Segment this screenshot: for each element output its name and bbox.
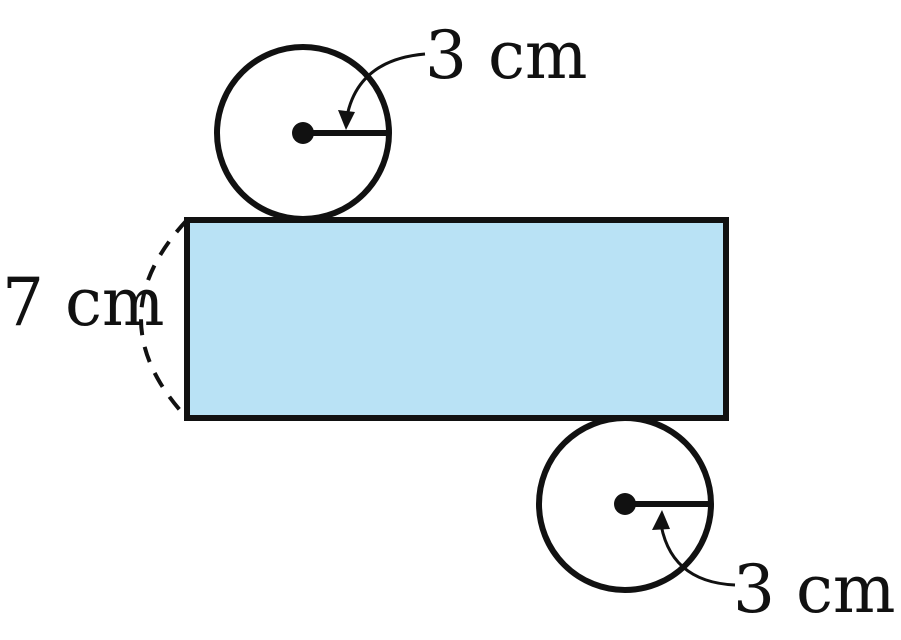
bottom-radius-pointer [658, 517, 736, 587]
top-radius-pointer [344, 52, 426, 123]
bottom-circle-group: 3 cm [536, 415, 896, 628]
top-radius-label: 3 cm [425, 17, 588, 94]
top-circle-center [292, 122, 314, 144]
top-circle-group: 3 cm [214, 17, 588, 222]
bottom-radius-arrowhead [652, 510, 670, 530]
height-dashed-brace [139, 218, 189, 420]
bottom-radius-label: 3 cm [733, 551, 896, 628]
lateral-rectangle [184, 217, 729, 421]
top-radius-arrowhead [338, 110, 355, 130]
bottom-circle-center [614, 493, 636, 515]
height-label: 7 cm [2, 264, 165, 341]
